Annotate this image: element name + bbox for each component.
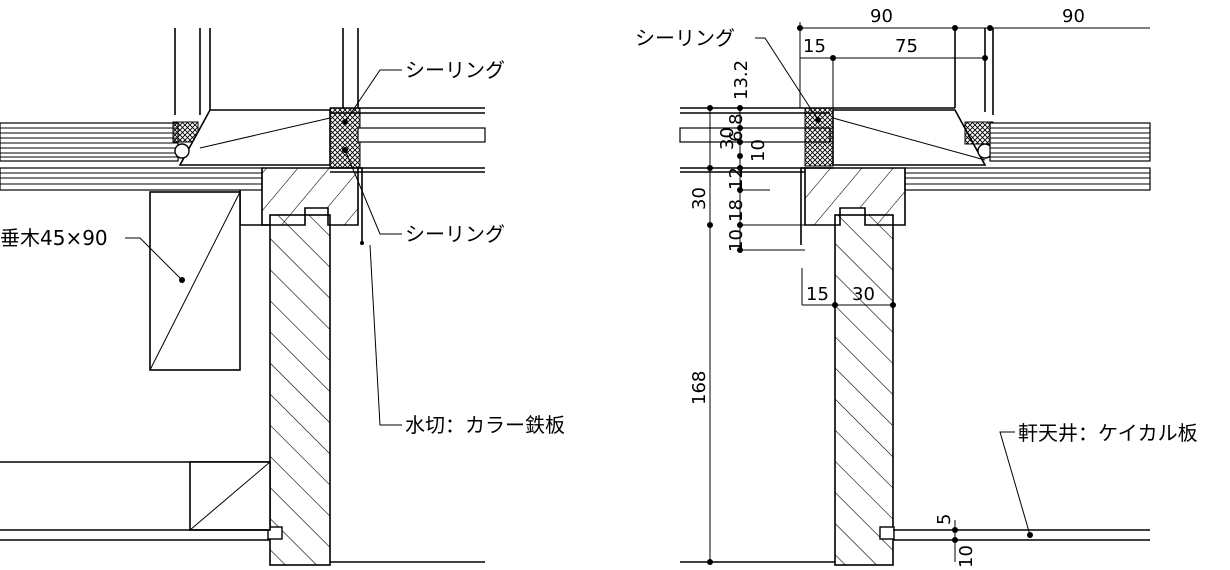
sealant-left-b — [329, 107, 361, 169]
dim-v-10-c: 10 — [956, 545, 977, 568]
window-sill-left — [174, 109, 331, 166]
dim-top-90-right: 90 — [1062, 6, 1085, 27]
window-frame-left — [174, 28, 359, 115]
dim-v-10-b: 10 — [726, 229, 747, 252]
siding-right — [904, 122, 1151, 191]
dim-v-18: 18 — [726, 199, 747, 222]
label-soffit: 軒天井：ケイカル板 — [1018, 421, 1198, 445]
dim-v-30-b: 30 — [689, 187, 710, 210]
label-sealing-right: シーリング — [635, 26, 735, 50]
lower-members-left — [0, 461, 485, 563]
dim-top-75: 75 — [895, 36, 918, 57]
dim-v-13-2: 13.2 — [731, 60, 752, 100]
label-sealing-bottom: シーリング — [405, 222, 505, 246]
dim-top-15: 15 — [803, 36, 826, 57]
dim-v-12: 12 — [726, 167, 747, 190]
left-detail: シーリング シーリング 垂木45×90 水切：カラー鉄板 — [0, 28, 565, 566]
label-rafter: 垂木45×90 — [0, 226, 108, 250]
rafter-left — [149, 191, 241, 371]
label-flashing: 水切：カラー鉄板 — [405, 413, 565, 437]
dim-v-168: 168 — [689, 371, 710, 405]
right-annotations: シーリング 軒天井：ケイカル板 — [635, 26, 1198, 536]
header-block-right — [804, 167, 906, 226]
window-sill-right — [679, 107, 994, 173]
dim-mid-15: 15 — [806, 284, 829, 305]
label-sealing-top: シーリング — [405, 58, 505, 82]
window-frame-right — [954, 28, 994, 115]
left-annotations: シーリング シーリング 垂木45×90 水切：カラー鉄板 — [0, 58, 565, 437]
flashing-left — [358, 167, 363, 245]
right-detail: 90 90 15 75 13.2 30 6.8 10 12 30 18 10 1… — [635, 6, 1198, 568]
siding-left — [0, 122, 179, 162]
dim-top-90-left: 90 — [870, 6, 893, 27]
dim-v-30-a: 30 — [717, 127, 738, 150]
wall-stud-right — [680, 214, 895, 566]
dim-v-5: 5 — [934, 514, 955, 525]
fascia-left — [0, 167, 263, 191]
wall-stud-left — [267, 214, 331, 566]
flashing-right — [800, 167, 805, 245]
dimension-texts: 90 90 15 75 13.2 30 6.8 10 12 30 18 10 1… — [689, 6, 1085, 568]
dim-v-10-a: 10 — [748, 139, 769, 162]
soffit-right — [893, 529, 1150, 541]
dim-v-6-8: 6.8 — [726, 113, 747, 142]
dimension-lines — [707, 22, 1150, 565]
dim-mid-30: 30 — [852, 284, 875, 305]
